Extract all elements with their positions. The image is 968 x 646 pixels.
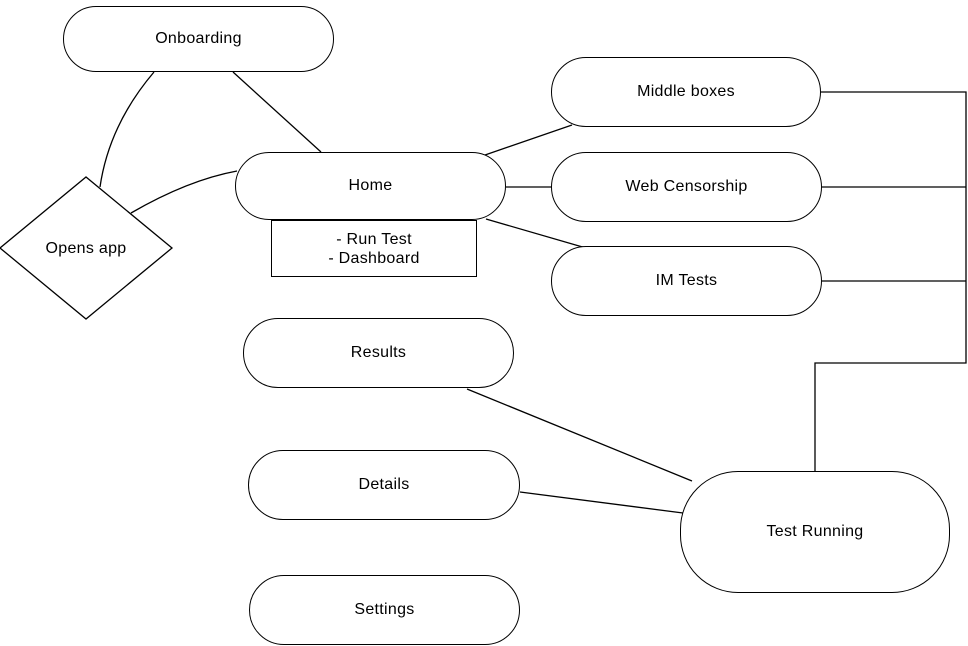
edge-home-middleboxes bbox=[484, 124, 573, 156]
node-opens-app[interactable]: Opens app bbox=[6, 238, 166, 260]
node-opens-app-shape[interactable] bbox=[0, 176, 174, 320]
home-note-line-2: - Dashboard bbox=[328, 249, 420, 267]
edge-details-testrunning bbox=[519, 491, 684, 514]
edge-middleboxes-testrunning bbox=[814, 91, 967, 471]
node-test-running-label: Test Running bbox=[766, 523, 864, 540]
node-home-note[interactable]: - Run Test - Dashboard bbox=[271, 220, 477, 277]
edge-home-imtests bbox=[485, 218, 587, 249]
node-results[interactable]: Results bbox=[243, 318, 514, 388]
node-home-label: Home bbox=[348, 177, 393, 194]
edge-results-testrunning bbox=[466, 388, 693, 482]
node-web-censorship-label: Web Censorship bbox=[625, 178, 748, 195]
node-settings-label: Settings bbox=[354, 601, 415, 618]
node-home[interactable]: Home bbox=[235, 152, 506, 220]
node-onboarding[interactable]: Onboarding bbox=[63, 6, 334, 72]
home-note-line-1: - Run Test bbox=[336, 230, 412, 248]
edge-onboarding-opensapp bbox=[99, 71, 155, 188]
node-details[interactable]: Details bbox=[248, 450, 520, 520]
node-results-label: Results bbox=[350, 344, 407, 361]
node-onboarding-label: Onboarding bbox=[155, 30, 242, 47]
node-middle-boxes[interactable]: Middle boxes bbox=[551, 57, 821, 127]
node-web-censorship[interactable]: Web Censorship bbox=[551, 152, 822, 222]
edge-opensapp-home bbox=[130, 170, 238, 214]
node-details-label: Details bbox=[358, 476, 410, 493]
node-opens-app-label: Opens app bbox=[45, 240, 127, 257]
node-im-tests[interactable]: IM Tests bbox=[551, 246, 822, 316]
node-im-tests-label: IM Tests bbox=[655, 272, 718, 289]
node-settings[interactable]: Settings bbox=[249, 575, 520, 645]
node-test-running[interactable]: Test Running bbox=[680, 471, 950, 593]
node-middle-boxes-label: Middle boxes bbox=[637, 83, 735, 100]
edge-onboarding-home bbox=[232, 71, 322, 153]
